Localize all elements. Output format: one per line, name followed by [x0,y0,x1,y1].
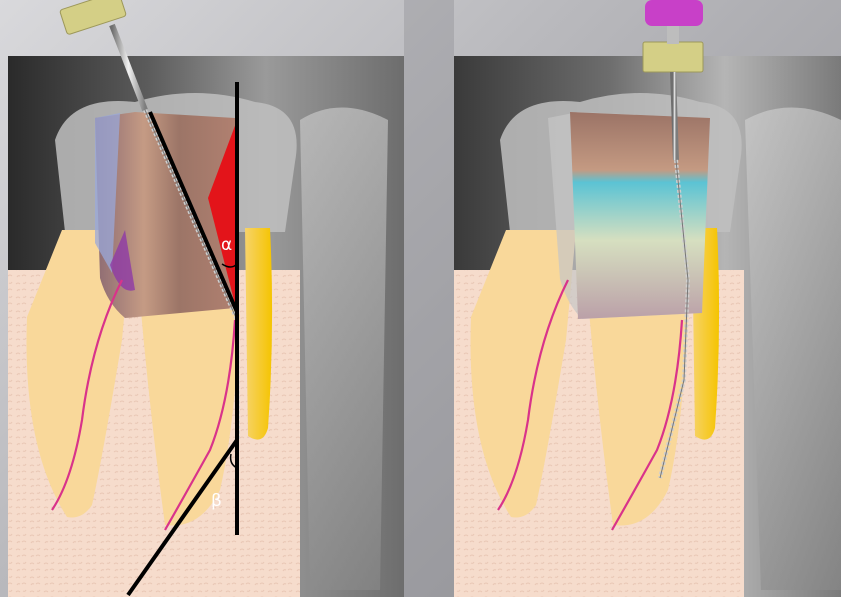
panel-divider [404,0,454,597]
beta-label: β [211,491,222,511]
alpha-label: α [221,235,232,255]
right-file-shank [673,72,676,160]
right-crown-buildup [570,112,710,319]
right-neighbor-tooth [745,108,841,591]
right-panel [454,0,841,597]
left-neighbor-tooth [300,108,388,591]
right-file-handle [643,42,703,72]
left-panel: α β [8,0,404,597]
right-rubber-stopper-icon [645,0,703,26]
right-file-collar [667,26,679,44]
left-cement-layer [245,228,272,440]
